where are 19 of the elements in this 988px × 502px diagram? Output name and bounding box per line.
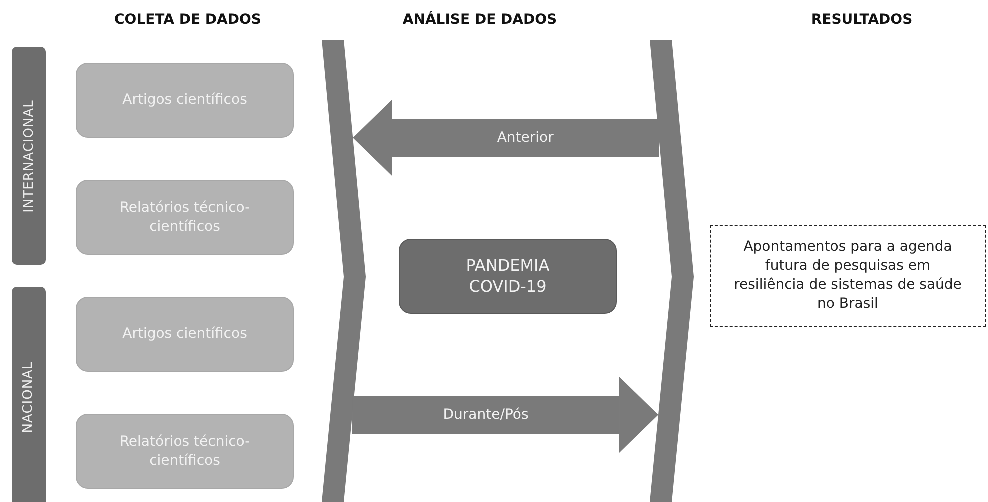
category-band	[12, 47, 46, 265]
column-header: ANÁLISE DE DADOS	[402, 12, 558, 28]
result-box: Apontamentos para a agenda futura de pesquisas em resiliência de sistemas de saúde no Brasil	[710, 225, 986, 327]
column-header: RESULTADOS	[811, 12, 913, 28]
category-label: INTERNACIONAL	[22, 100, 36, 212]
source-box: Artigos científicos	[76, 297, 294, 372]
edge-label: Durante/Pós	[443, 407, 529, 423]
source-box: Relatórios técnico-científicos	[76, 180, 294, 255]
event-box: PANDEMIA COVID-19	[399, 239, 617, 314]
source-box: Relatórios técnico-científicos	[76, 414, 294, 489]
category-band	[12, 287, 46, 502]
category-label: NACIONAL	[22, 361, 36, 433]
chevron-divider	[650, 40, 694, 502]
column-header: COLETA DE DADOS	[114, 12, 262, 28]
block-arrow	[353, 100, 660, 176]
chevron-divider	[322, 40, 366, 502]
edge-label: Anterior	[497, 130, 554, 146]
source-box: Artigos científicos	[76, 63, 294, 138]
block-arrow	[352, 377, 658, 453]
